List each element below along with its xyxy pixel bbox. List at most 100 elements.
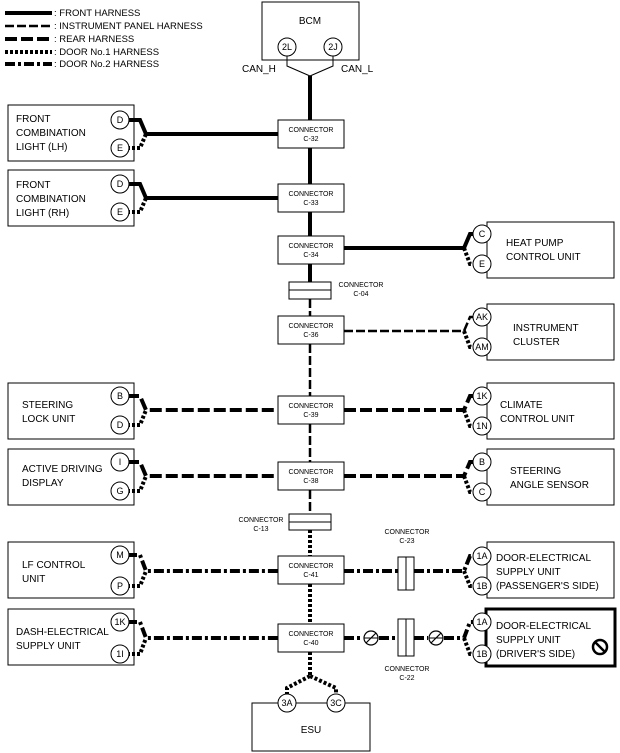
flh-pin-d (110, 110, 130, 130)
can-h-label: CAN_H (242, 64, 276, 75)
ccu-line2: CONTROL UNIT (500, 414, 575, 425)
bcm-pin-2l-label: 2L (282, 42, 292, 52)
flh-pin-e (110, 138, 130, 158)
sas-line2: ANGLE SENSOR (510, 480, 589, 491)
esu-box (251, 702, 371, 752)
connector-c38-id: C-38 (303, 478, 318, 485)
add-pin-g (110, 481, 130, 501)
bcm-unit: BCM 2L 2J CAN_H CAN_L (242, 1, 374, 77)
deps-pin-1b (472, 576, 492, 596)
connector-c38-label: CONNECTOR (289, 469, 334, 476)
deps-pin-1a-label: 1A (476, 551, 487, 561)
connector-c41-label: CONNECTOR (289, 563, 334, 570)
legend-ip-label: : INSTRUMENT PANEL HARNESS (54, 21, 203, 32)
hpc-line1: HEAT PUMP (506, 238, 564, 249)
can-l-label: CAN_L (341, 64, 374, 75)
esu-title: ESU (301, 725, 322, 736)
connector-c36-label: CONNECTOR (289, 323, 334, 330)
connector-c04-label: CONNECTOR (339, 282, 384, 289)
lfc-pin-m-label: M (116, 550, 124, 560)
ic-pin-ak (472, 307, 492, 327)
dsu-line2: SUPPLY UNIT (16, 641, 81, 652)
dedr-line1: DOOR-ELECTRICAL (496, 621, 591, 632)
lfc-line1: LF CONTROL (22, 560, 86, 571)
dedr-line3: (DRIVER'S SIDE) (496, 649, 575, 660)
ccu-pin-1n-label: 1N (476, 421, 488, 431)
add-pin-i-label: I (119, 457, 122, 467)
unit-steering-lock: STEERING LOCK UNIT B D (7, 382, 278, 440)
dedr-pin-1a-label: 1A (476, 617, 487, 627)
deps-pin-1a (472, 546, 492, 566)
slu-pin-d (110, 415, 130, 435)
unit-door-electrical-driver: DOOR-ELECTRICAL SUPPLY UNIT (DRIVER'S SI… (344, 607, 617, 668)
connector-c32-label: CONNECTOR (289, 127, 334, 134)
frh-pin-d (110, 174, 130, 194)
connector-c40-id: C-40 (303, 640, 318, 647)
connector-c36-id: C-36 (303, 332, 318, 339)
add-line1: ACTIVE DRIVING (22, 464, 103, 475)
hpc-pin-c (472, 224, 492, 244)
frh-pin-d-label: D (117, 179, 124, 189)
dedr-pin-1b (472, 644, 492, 664)
lfc-pin-p (110, 576, 130, 596)
slu-line2: LOCK UNIT (22, 414, 75, 425)
flh-line1: FRONT (16, 114, 50, 125)
connector-c33-id: C-33 (303, 200, 318, 207)
flh-pin-e-label: E (117, 143, 123, 153)
legend-rear-label: : REAR HARNESS (54, 34, 134, 45)
unit-front-combination-light-lh: FRONT COMBINATION LIGHT (LH) D E (7, 104, 278, 162)
connector-c40: CONNECTOR C-40 (277, 623, 345, 653)
sas-pin-b (472, 452, 492, 472)
connector-c23-id: C-23 (399, 538, 414, 545)
unit-instrument-cluster: INSTRUMENT CLUSTER AK AM (344, 303, 615, 361)
unit-steering-angle-sensor: STEERING ANGLE SENSOR B C (344, 448, 615, 506)
esu-pin-3c (326, 693, 346, 713)
esu-unit: ESU 3A 3C (251, 674, 371, 752)
dsu-pin-1k (110, 612, 130, 632)
add-pin-g-label: G (116, 486, 123, 496)
frh-line1: FRONT (16, 180, 50, 191)
connector-c04-id: C-04 (353, 291, 368, 298)
connector-c38: CONNECTOR C-38 (277, 461, 345, 491)
dedr-pin-1b-label: 1B (476, 649, 487, 659)
ccu-pin-1n (472, 416, 492, 436)
unit-heat-pump-control: HEAT PUMP CONTROL UNIT C E (344, 221, 615, 279)
hpc-pin-e (472, 254, 492, 274)
dsu-pin-1i (110, 644, 130, 664)
deps-line3: (PASSENGER'S SIDE) (496, 581, 599, 592)
slu-line1: STEERING (22, 400, 73, 411)
break-marker-left (363, 630, 379, 646)
bcm-pin-2j-label: 2J (328, 42, 338, 52)
bcm-title: BCM (299, 16, 321, 27)
unit-dash-electrical-supply: DASH-ELECTRICAL SUPPLY UNIT 1K 1I (7, 608, 278, 666)
frh-line3: LIGHT (RH) (16, 208, 69, 219)
connector-c32: CONNECTOR C-32 (277, 119, 345, 149)
flh-pin-d-label: D (117, 115, 124, 125)
unit-climate-control: CLIMATE CONTROL UNIT 1K 1N (344, 382, 615, 440)
connector-c13: CONNECTOR C-13 (239, 513, 332, 533)
lfc-pin-p-label: P (117, 581, 123, 591)
frh-pin-e (110, 202, 130, 222)
sas-line1: STEERING (510, 466, 561, 477)
bcm-box (261, 1, 360, 61)
ic-pin-am-label: AM (475, 342, 489, 352)
connector-c41-id: C-41 (303, 572, 318, 579)
bcm-pin-2j (323, 37, 343, 57)
ccu-line1: CLIMATE (500, 400, 543, 411)
connector-c33: CONNECTOR C-33 (277, 183, 345, 213)
esu-pin-3c-label: 3C (330, 698, 342, 708)
frh-pin-e-label: E (117, 207, 123, 217)
connector-c34-id: C-34 (303, 252, 318, 259)
slu-pin-b-label: B (117, 391, 123, 401)
ic-line2: CLUSTER (513, 337, 560, 348)
esu-pin-3a (277, 693, 297, 713)
connector-c39-id: C-39 (303, 412, 318, 419)
bcm-pin-2l (277, 37, 297, 57)
deps-pin-1b-label: 1B (476, 581, 487, 591)
connector-c36: CONNECTOR C-36 (277, 315, 345, 345)
ic-pin-am (472, 337, 492, 357)
ccu-pin-1k-label: 1K (476, 391, 487, 401)
hpc-pin-c-label: C (479, 229, 486, 239)
unit-door-electrical-passenger: DOOR-ELECTRICAL SUPPLY UNIT (PASSENGER'S… (344, 541, 615, 599)
